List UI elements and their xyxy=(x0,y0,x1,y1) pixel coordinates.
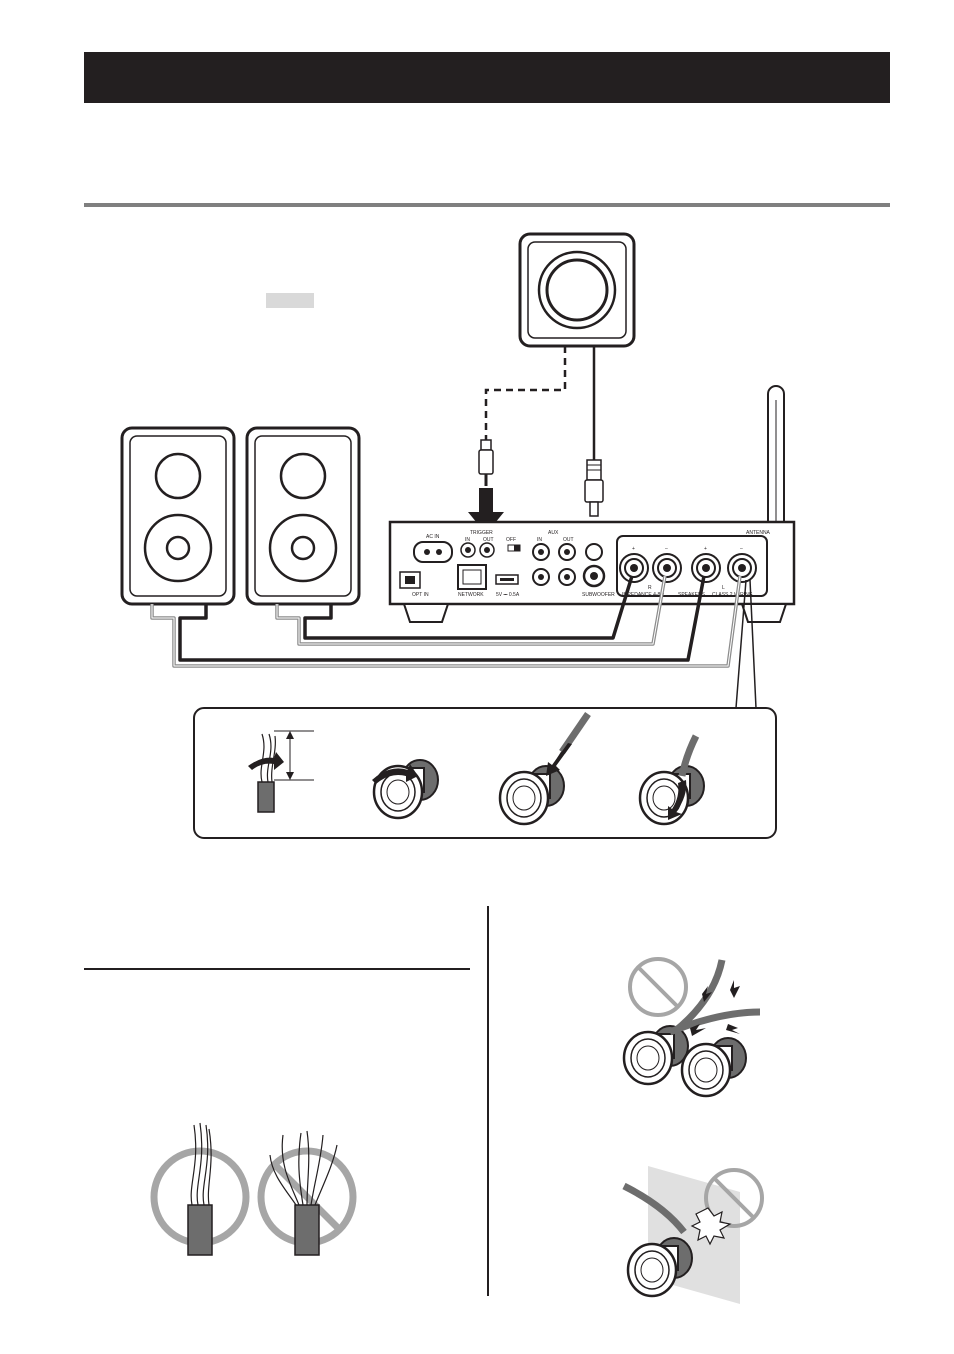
aux-label: AUX xyxy=(548,530,559,536)
opt-in-label: OPT IN xyxy=(412,592,429,598)
loosen-post-step xyxy=(372,758,440,820)
twist-arrow-icon xyxy=(248,752,284,770)
trigger-cable xyxy=(484,346,567,440)
spark-icon xyxy=(690,1024,706,1036)
subwoofer-unit xyxy=(518,232,636,348)
impedance-label: IMPEDANCE 4-8Ω xyxy=(622,592,664,598)
short-circuit-warning xyxy=(622,957,761,1098)
highlight-tag xyxy=(266,293,314,308)
speaker-left xyxy=(120,426,236,606)
terminal-plus-label: + xyxy=(632,546,635,552)
trigger-in-label: IN xyxy=(465,537,470,543)
mini-jack-plug xyxy=(478,439,494,486)
aux-in-label: IN xyxy=(537,537,542,543)
panel-contact-warning xyxy=(622,1166,764,1304)
speakers-label: SPEAKERS xyxy=(678,592,706,598)
prohibited-icon xyxy=(704,1168,764,1228)
channel-r-label: R xyxy=(648,585,652,591)
wiring-detail-callout xyxy=(193,707,777,839)
channel-l-label: L xyxy=(722,585,725,591)
spark-icon xyxy=(726,1024,740,1034)
switch-off-label: OFF xyxy=(506,537,516,543)
header-bar xyxy=(84,52,890,103)
rca-plug xyxy=(584,459,604,517)
tighten-post-step xyxy=(638,734,706,826)
terminal-plus-label: + xyxy=(704,546,707,552)
wire-strand-comparison xyxy=(150,1122,357,1256)
terminal-minus-label: – xyxy=(740,546,743,552)
insert-arrow-icon xyxy=(546,743,572,776)
spark-icon xyxy=(730,980,740,998)
ac-in-label: AC IN xyxy=(426,534,440,540)
class2-label: CLASS 2 WIRING xyxy=(712,592,753,598)
subsection-divider xyxy=(84,968,470,970)
speaker-wires xyxy=(150,575,742,668)
rotate-arrow-icon xyxy=(372,764,418,784)
prohibited-icon xyxy=(628,957,688,1017)
stripped-wire-step xyxy=(248,730,314,813)
terminal-minus-label: – xyxy=(665,546,668,552)
spark-icon xyxy=(702,986,712,1002)
subwoofer-label: SUBWOOFER xyxy=(582,592,615,598)
trigger-out-label: OUT xyxy=(483,537,494,543)
network-label: NETWORK xyxy=(458,592,484,598)
aux-out-label: OUT xyxy=(563,537,574,543)
antenna-label: ANTENNA xyxy=(746,530,771,536)
trigger-label: TRIGGER xyxy=(470,530,493,536)
insert-wire-step xyxy=(498,712,591,826)
rotate-arrow-icon xyxy=(668,780,687,820)
amplifier-rear-panel: AC IN OPT IN NETWORK 5V ⎓ 0.5A TRIGGER I… xyxy=(388,520,796,623)
spark-icon xyxy=(690,1207,732,1246)
usb-power-label: 5V ⎓ 0.5A xyxy=(496,592,520,598)
column-divider xyxy=(487,906,489,1296)
speaker-right xyxy=(245,426,361,606)
section-divider xyxy=(84,203,890,207)
